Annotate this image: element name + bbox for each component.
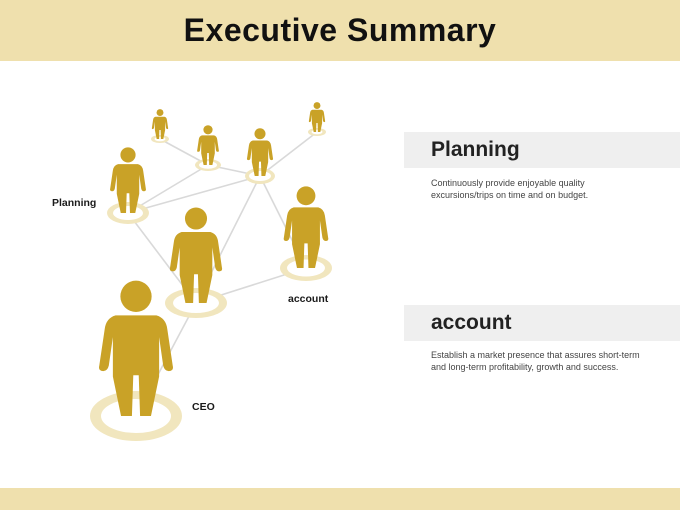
- planning-panel-heading: Planning: [431, 138, 520, 161]
- planning-panel-header: Planning: [404, 132, 680, 168]
- title-band: Executive Summary: [0, 0, 680, 61]
- footer-band: [0, 488, 680, 510]
- page-title: Executive Summary: [183, 12, 497, 48]
- node-label-planning: Planning: [52, 197, 97, 209]
- node-label-ceo: CEO: [192, 401, 215, 413]
- org-network-diagram: [90, 102, 332, 441]
- node-label-account: account: [288, 293, 329, 305]
- account-panel-header: account: [404, 305, 680, 341]
- account-panel-heading: account: [431, 311, 512, 334]
- planning-panel-text: Continuously provide enjoyable quality e…: [431, 178, 589, 200]
- person-icon: [308, 102, 326, 132]
- account-panel-text: Establish a market presence that assures…: [431, 350, 640, 372]
- person-icon: [151, 109, 169, 139]
